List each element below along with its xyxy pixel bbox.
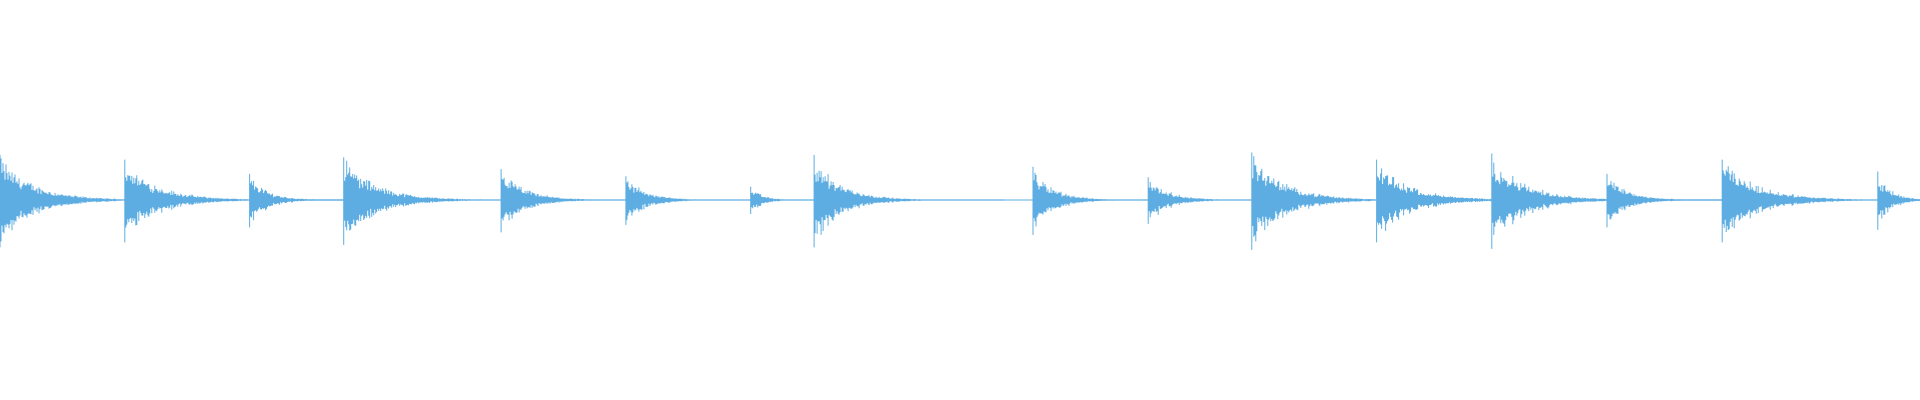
waveform-transient: [813, 154, 1005, 248]
waveform-transient: [1877, 171, 1920, 230]
waveform-transient: [124, 159, 358, 243]
waveform-bursts: [0, 152, 1920, 250]
